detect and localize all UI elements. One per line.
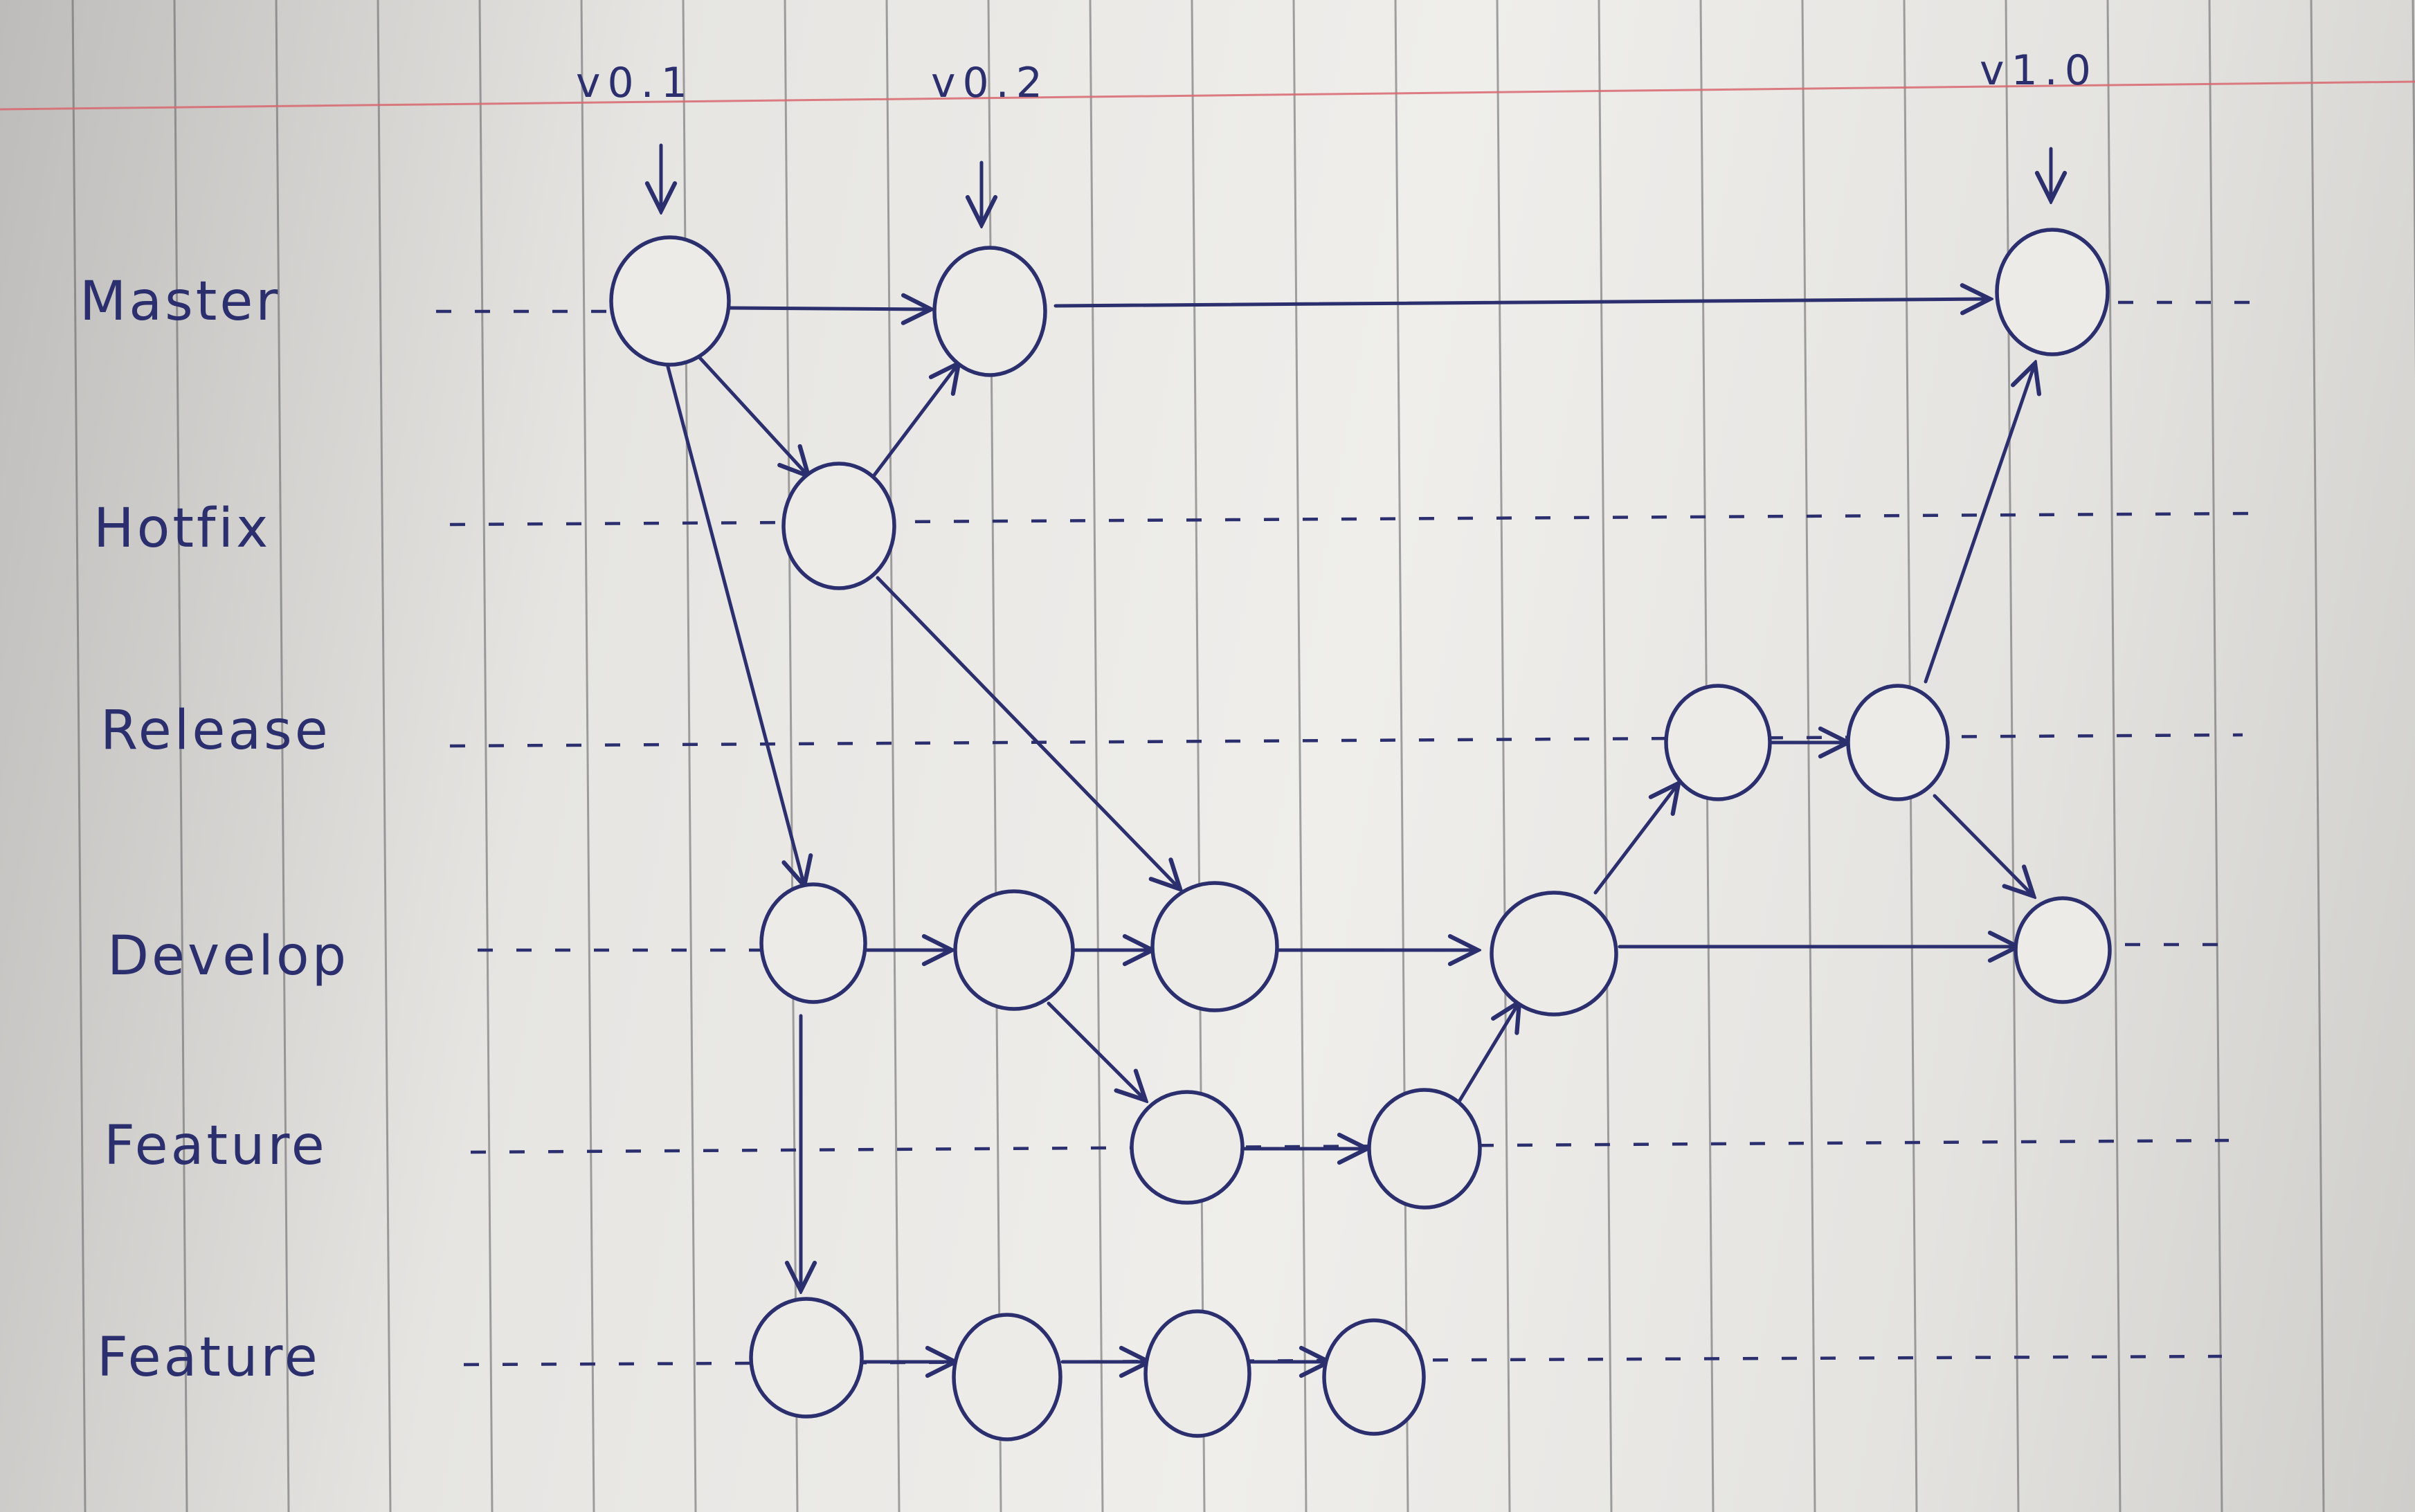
- edge-develop4-release1: [1593, 783, 1679, 895]
- notebook-rule: [987, 0, 1002, 1512]
- commit-feature2-d: [1322, 1318, 1426, 1436]
- notebook-rule: [377, 0, 392, 1512]
- notebook-rule: [2208, 0, 2223, 1512]
- commit-hotfix: [781, 462, 896, 590]
- edge-master1-develop: [666, 365, 804, 886]
- notebook-rule: [2310, 0, 2325, 1512]
- commit-release-1: [1664, 684, 1772, 801]
- commit-master-v0-1: [609, 235, 731, 367]
- notebook-rule: [1801, 0, 1816, 1512]
- commit-master-v1-0: [1995, 228, 2110, 356]
- commit-develop-1: [759, 882, 867, 1004]
- notebook-rule: [580, 0, 595, 1512]
- edge-release2-develop5: [1933, 794, 2034, 896]
- version-tags: v0.1 v0.2 v1.0: [576, 46, 2098, 107]
- version-pointers: [661, 143, 2051, 225]
- commit-develop-2: [953, 889, 1075, 1011]
- notebook-rule: [71, 0, 87, 1512]
- notebook-rule: [1191, 0, 1206, 1512]
- commit-develop-5: [2014, 896, 2112, 1004]
- commit-feature2-c: [1143, 1309, 1251, 1438]
- notebook-rules: [71, 0, 2415, 1512]
- edge-develop2-feature1: [1047, 1001, 1146, 1100]
- lane-label-feature-1: Feature: [104, 1115, 327, 1177]
- notebook-rule: [478, 0, 494, 1512]
- edge-hotfix-master2: [871, 363, 959, 478]
- commit-feature1-b: [1367, 1088, 1482, 1210]
- tag-v0-2: v0.2: [931, 59, 1049, 107]
- commit-master-v0-2: [932, 246, 1047, 377]
- edge-feature1b-develop4: [1451, 1002, 1519, 1113]
- commit-feature2-a: [749, 1297, 864, 1419]
- notebook-rule: [885, 0, 901, 1512]
- notebook-rule: [2005, 0, 2020, 1512]
- hotfix-lane-line: [449, 511, 2250, 527]
- commit-feature1-a: [1130, 1090, 1245, 1205]
- commit-release-2: [1846, 684, 1950, 801]
- notebook-rule: [682, 0, 697, 1512]
- edge-master2-master3: [1053, 299, 1990, 306]
- notebook-rule: [1598, 0, 1613, 1512]
- edge-hotfix-develop: [876, 576, 1180, 889]
- notebook-rule: [1292, 0, 1308, 1512]
- commit-feature2-b: [952, 1313, 1062, 1441]
- lane-labels: Master Hotfix Release Develop Feature Fe…: [80, 271, 349, 1389]
- tag-v0-1: v0.1: [576, 59, 694, 107]
- lane-label-hotfix: Hotfix: [93, 498, 271, 560]
- commit-nodes: [609, 228, 2112, 1441]
- lane-label-release: Release: [100, 700, 331, 762]
- notebook-rule: [173, 0, 188, 1512]
- notebook-rule: [784, 0, 799, 1512]
- commit-develop-4: [1490, 891, 1618, 1017]
- lane-label-develop: Develop: [107, 925, 349, 987]
- notebook-rule: [1394, 0, 1409, 1512]
- notebook-rule: [2106, 0, 2122, 1512]
- release-lane-line: [449, 733, 2243, 748]
- edge-release2-master3: [1924, 363, 2035, 684]
- tag-v1-0: v1.0: [1980, 46, 2098, 95]
- commit-edges: [666, 299, 2035, 1362]
- edge-master1-hotfix: [690, 347, 808, 476]
- edge-master1-master2: [728, 308, 931, 309]
- margin-line: [0, 80, 2415, 111]
- lane-label-master: Master: [80, 271, 280, 333]
- lane-dashed-lines: [436, 300, 2250, 1367]
- lane-label-feature-2: Feature: [97, 1327, 320, 1389]
- notebook-rule: [1496, 0, 1511, 1512]
- notebook-rule: [275, 0, 290, 1512]
- notebook-rule: [1089, 0, 1104, 1512]
- commit-develop-3: [1150, 881, 1279, 1012]
